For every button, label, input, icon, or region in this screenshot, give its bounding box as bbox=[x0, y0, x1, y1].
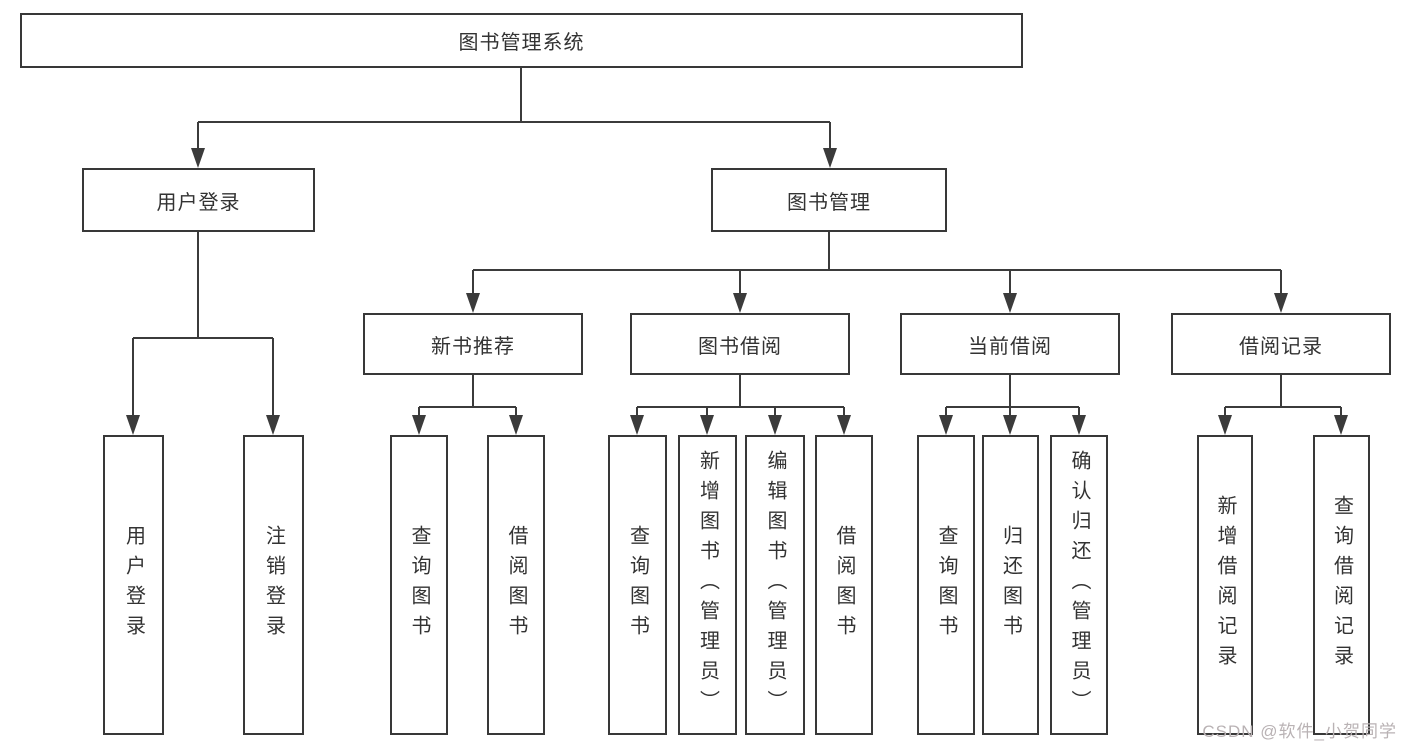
node-label: 图书管理 bbox=[787, 191, 871, 214]
node-label: 借阅记录 bbox=[1239, 335, 1323, 358]
leaf-label: 借阅图书 bbox=[833, 525, 855, 645]
leaf-label: 编辑图书（管理员） bbox=[764, 450, 786, 720]
leaf-borrow-books: 借阅图书 bbox=[487, 435, 545, 735]
leaf-label: 查询图书 bbox=[408, 525, 430, 645]
leaf-label: 查询图书 bbox=[935, 525, 957, 645]
node-book-management: 图书管理 bbox=[711, 168, 947, 232]
node-new-book-recommendation: 新书推荐 bbox=[363, 313, 583, 375]
leaf-label: 用户登录 bbox=[122, 525, 145, 645]
node-label: 图书借阅 bbox=[698, 335, 782, 358]
leaf-label: 查询借阅记录 bbox=[1330, 495, 1353, 675]
node-label: 新书推荐 bbox=[431, 335, 515, 358]
leaf-query-books: 查询图书 bbox=[390, 435, 448, 735]
node-book-borrowing: 图书借阅 bbox=[630, 313, 850, 375]
node-label: 用户登录 bbox=[156, 191, 241, 214]
leaf-label: 归还图书 bbox=[999, 525, 1022, 645]
leaf-label: 查询图书 bbox=[626, 525, 649, 645]
node-label: 图书管理系统 bbox=[458, 32, 585, 54]
node-library-management-system: 图书管理系统 bbox=[20, 13, 1023, 68]
leaf-label: 注销登录 bbox=[262, 525, 285, 645]
leaf-borrow-books: 借阅图书 bbox=[815, 435, 873, 735]
leaf-label: 新增借阅记录 bbox=[1214, 495, 1236, 675]
node-label: 当前借阅 bbox=[968, 335, 1052, 358]
leaf-user-login: 用户登录 bbox=[103, 435, 164, 735]
leaf-add-borrow-record: 新增借阅记录 bbox=[1197, 435, 1253, 735]
leaf-query-borrow-record: 查询借阅记录 bbox=[1313, 435, 1370, 735]
leaf-label: 新增图书（管理员） bbox=[696, 450, 719, 720]
leaf-return-books: 归还图书 bbox=[982, 435, 1039, 735]
node-borrowing-records: 借阅记录 bbox=[1171, 313, 1391, 375]
node-current-borrowing: 当前借阅 bbox=[900, 313, 1120, 375]
leaf-query-books: 查询图书 bbox=[917, 435, 975, 735]
leaf-add-books-admin: 新增图书（管理员） bbox=[678, 435, 737, 735]
leaf-label: 确认归还（管理员） bbox=[1068, 450, 1090, 720]
leaf-logout: 注销登录 bbox=[243, 435, 304, 735]
leaf-label: 借阅图书 bbox=[505, 525, 527, 645]
leaf-edit-books-admin: 编辑图书（管理员） bbox=[745, 435, 805, 735]
leaf-query-books: 查询图书 bbox=[608, 435, 667, 735]
node-user-login: 用户登录 bbox=[82, 168, 315, 232]
leaf-confirm-return-admin: 确认归还（管理员） bbox=[1050, 435, 1108, 735]
